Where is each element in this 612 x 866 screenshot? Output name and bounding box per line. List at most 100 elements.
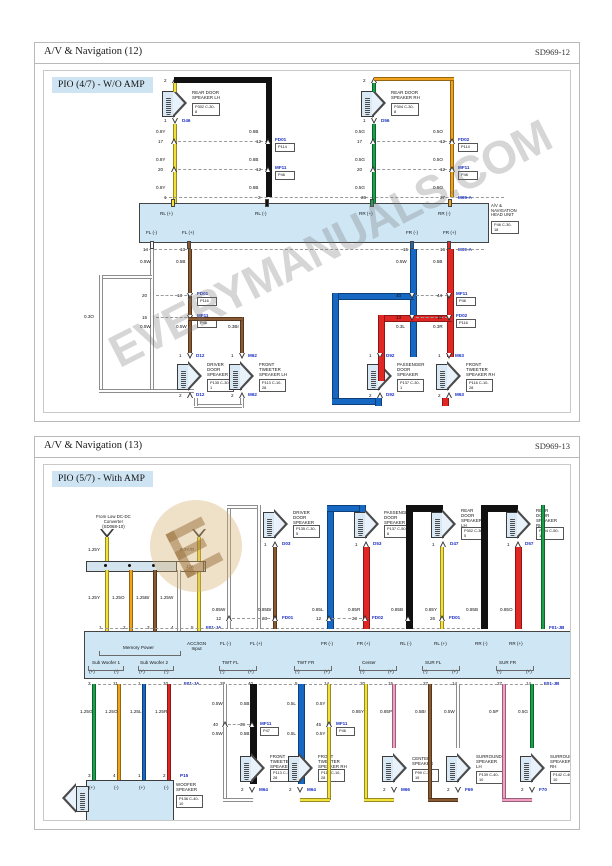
- pin-number: 12: [216, 616, 222, 621]
- pin-label-fl-plus: FL (+): [182, 230, 195, 235]
- joint-name: FD02: [458, 137, 470, 142]
- speaker-symbol-front-tweeter-lh: [229, 361, 255, 391]
- pin-number: 27: [497, 681, 503, 686]
- pin-number: 14: [452, 681, 458, 686]
- pin-number: 20: [357, 167, 363, 172]
- splice-tag: F01-JA: [206, 625, 222, 630]
- connector-box-driver-door: P135 C-30-1: [207, 379, 234, 393]
- wire-white-1: [177, 570, 181, 632]
- wire-green-sub1: [92, 684, 96, 780]
- pin-label-fr-minus: FR (-): [406, 230, 418, 235]
- amp-group-sub-woofer-2: Sub Woofer 2: [140, 660, 169, 665]
- speaker-label-rear-door-rh-13: REAR DOOR SPEAKER RH: [536, 508, 558, 528]
- connector-box-front-tweeter-rh: P116 C-10-28: [466, 379, 493, 393]
- wire-white-twtfl-h: [223, 798, 253, 802]
- speaker-symbol-passenger-door-13: [354, 509, 380, 539]
- connector-box-front-tweeter-lh: P113 C-10-28: [259, 379, 286, 393]
- pin-number: 1: [231, 353, 234, 358]
- connector-chevron-d56-bottom: [371, 118, 378, 124]
- wire-gauge: 1.25Y: [88, 595, 101, 600]
- connector-id: M66: [401, 787, 410, 792]
- wire-black-rl: [406, 505, 413, 629]
- joint-name: MF11: [456, 291, 468, 296]
- splice-chevron: [370, 138, 377, 144]
- wire-gauge: 0.5Y: [316, 701, 326, 706]
- wire-gauge: 1.25W: [160, 595, 174, 600]
- connector-chevron-d12-top: [187, 353, 194, 359]
- wire-blue-twtfr: [298, 684, 305, 784]
- wire-red-trunk: [447, 249, 454, 325]
- joint-name: MF11: [275, 165, 287, 170]
- amp-group-twt-fl: TWT FL: [222, 660, 239, 665]
- amp-group-twt-fr: TWT FR: [297, 660, 315, 665]
- pin-number: 2: [241, 787, 244, 792]
- polarity-label: (-): [423, 669, 428, 674]
- wire-yellow-rl: [440, 547, 444, 629]
- sheet-code-13: SD969-13: [535, 441, 570, 451]
- joint-box: P46: [458, 171, 478, 180]
- splice-tag: F01-JB: [549, 625, 565, 630]
- wire-gauge: 1.25Y: [88, 547, 101, 552]
- connector-chevron-d57: [515, 541, 522, 547]
- splice-chevron: [362, 615, 369, 621]
- wire-yellow-1: [105, 570, 109, 632]
- pin-number: 4: [113, 773, 116, 778]
- wire-white-fl: [227, 505, 231, 629]
- joint-rail: [144, 249, 484, 250]
- wire-blue-fr: [327, 505, 334, 629]
- wire-gauge: 0.85B: [466, 607, 479, 612]
- wire-green-rr: [541, 505, 545, 629]
- pin-number: 15: [388, 681, 394, 686]
- speaker-label-surround-rh: SURROUND SPEAKER RH: [550, 754, 571, 769]
- brace-twt-fr: [294, 666, 332, 671]
- wire-green-surfr: [530, 684, 534, 748]
- brace-center: [359, 666, 397, 671]
- pin-number: 27: [423, 681, 429, 686]
- pin-number: 2: [383, 787, 386, 792]
- connector-id: D53: [373, 541, 382, 546]
- connector-chevron-d92-top: [377, 353, 384, 359]
- splice-chevron: [446, 315, 453, 321]
- wire-gauge: 0.5W: [212, 731, 223, 736]
- wire-orange-1: [129, 570, 133, 632]
- wire-yellow-twtfr: [327, 684, 331, 744]
- wire-gauge: 0.5W: [140, 324, 151, 329]
- diagram-canvas-13: PIO (5/7) - With AMP From Low DC-DC Conv…: [43, 464, 571, 821]
- speaker-label-passenger-door: PASSENGER DOOR SPEAKER: [397, 362, 425, 377]
- pin-number: 1: [355, 542, 358, 547]
- splice-chevron: [222, 721, 229, 727]
- brace-sub-woofer-1: [88, 666, 124, 671]
- polarity-label: (+): [139, 785, 145, 790]
- wire-brown-driver: [273, 547, 277, 629]
- connector-box-driver-door-13: P135 C-30-5: [293, 525, 320, 539]
- pin-number: 1: [507, 542, 510, 547]
- splice-dot: [104, 564, 107, 567]
- connector-chevron-d46-bottom: [172, 118, 179, 124]
- unit-pin-stub: [447, 241, 451, 249]
- wire-gauge: 1.25O: [105, 709, 118, 714]
- pin-number: 2: [447, 787, 450, 792]
- wire-red-sub2: [167, 684, 171, 780]
- woofer-box: [86, 780, 174, 820]
- sheet-header-13: A/V & Navigation (13) SD969-13: [35, 437, 579, 458]
- unit-pin-stub: [448, 199, 452, 207]
- splice-chevron: [405, 615, 412, 621]
- polarity-label: (-): [114, 785, 119, 790]
- polarity-label: (-): [295, 669, 300, 674]
- wire-black-rr-v: [511, 505, 518, 513]
- connector-chevron-m63-bottom: [446, 392, 453, 398]
- wire-blue-return-h: [332, 398, 382, 405]
- wire-orange-trunk: [450, 77, 454, 197]
- joint-rail: [156, 295, 192, 296]
- wire-blue-fr-h: [327, 505, 363, 512]
- connector-id: M62: [248, 392, 257, 397]
- pin-number: 1: [138, 681, 141, 686]
- sheet-av-navigation-12: A/V & Navigation (12) SD969-12 PIO (4/7)…: [34, 42, 580, 422]
- pin-number: 1: [264, 542, 267, 547]
- pin-number: 10: [163, 681, 169, 686]
- wire-gauge: 0.8B: [249, 185, 259, 190]
- wire-black-top: [174, 77, 272, 83]
- brace-sur-fl: [422, 666, 460, 671]
- splice-chevron: [449, 138, 456, 144]
- speaker-symbol-rear-door-lh: [162, 88, 188, 118]
